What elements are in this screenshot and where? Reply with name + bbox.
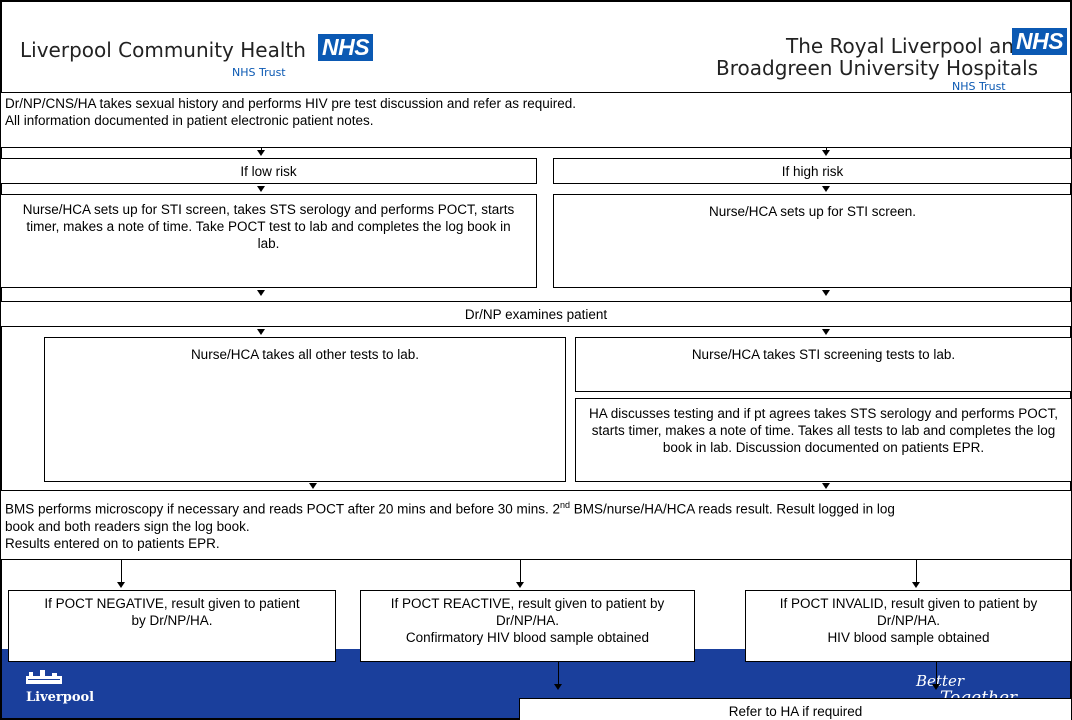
invalid-line1: If POCT INVALID, result given to patient…	[779, 596, 1038, 628]
high-risk-box: If high risk	[553, 158, 1072, 184]
arrow-down-icon	[822, 150, 830, 156]
arrow-down-icon	[257, 329, 265, 335]
sti-tests-box: Nurse/HCA takes STI screening tests to l…	[575, 337, 1072, 392]
low-risk-action-box: Nurse/HCA sets up for STI screen, takes …	[0, 194, 537, 288]
arrow-down-icon	[822, 329, 830, 335]
arrow-down-icon	[932, 684, 940, 690]
negative-result-box: If POCT NEGATIVE, result given to patien…	[8, 590, 336, 662]
rlb-title-line1: The Royal Liverpool and	[786, 34, 1027, 58]
examines-patient-box: Dr/NP examines patient	[0, 301, 1072, 327]
sexual-history-box: Dr/NP/CNS/HA takes sexual history and pe…	[0, 92, 1072, 148]
reactive-line1: If POCT REACTIVE, result given to patien…	[390, 596, 665, 628]
arrow-down-icon	[822, 186, 830, 192]
ha-discusses-box: HA discusses testing and if pt agrees ta…	[575, 398, 1072, 482]
connector	[520, 560, 521, 584]
rlb-title-line2: Broadgreen University Hospitals	[716, 56, 1039, 80]
bms-line1: BMS performs microscopy if necessary and…	[5, 497, 1067, 518]
reactive-line2: Confirmatory HIV blood sample obtained	[405, 630, 650, 645]
arrow-down-icon	[912, 582, 920, 588]
rlb-nhs-logo: NHS	[1012, 28, 1068, 55]
bms-box: BMS performs microscopy if necessary and…	[0, 490, 1072, 560]
connector	[558, 662, 559, 687]
connector	[916, 560, 917, 584]
lch-trust-label: NHS Trust	[232, 66, 286, 79]
other-tests-box: Nurse/HCA takes all other tests to lab.	[44, 337, 566, 482]
history-line2: All information documented in patient el…	[5, 113, 374, 128]
bms-line3: Results entered on to patients EPR.	[5, 535, 220, 551]
rlb-trust-label: NHS Trust	[952, 80, 1006, 93]
arrow-down-icon	[554, 684, 562, 690]
reactive-result-box: If POCT REACTIVE, result given to patien…	[360, 590, 695, 662]
liverpool-skyline-icon	[26, 670, 62, 684]
bms-line2: book and both readers sign the log book.	[5, 518, 250, 534]
lch-nhs-logo: NHS	[318, 34, 374, 61]
connector	[121, 560, 122, 584]
liverpool-logo: Liverpool	[26, 690, 95, 705]
arrow-down-icon	[516, 582, 524, 588]
arrow-down-icon	[257, 150, 265, 156]
bms-line1-text: BMS performs microscopy if necessary and…	[5, 501, 560, 517]
arrow-down-icon	[822, 483, 830, 489]
invalid-result-box: If POCT INVALID, result given to patient…	[745, 590, 1072, 662]
arrow-down-icon	[117, 582, 125, 588]
together-logo-line1: Better	[916, 672, 965, 690]
lch-title: Liverpool Community Health	[20, 38, 306, 62]
refer-to-ha-box: Refer to HA if required	[519, 698, 1072, 720]
arrow-down-icon	[309, 483, 317, 489]
arrow-down-icon	[822, 290, 830, 296]
arrow-down-icon	[257, 290, 265, 296]
history-line1: Dr/NP/CNS/HA takes sexual history and pe…	[5, 96, 576, 111]
connector	[936, 662, 937, 687]
high-risk-action-box: Nurse/HCA sets up for STI screen.	[553, 194, 1072, 288]
low-risk-box: If low risk	[0, 158, 537, 184]
arrow-down-icon	[257, 186, 265, 192]
invalid-line2: HIV blood sample obtained	[827, 630, 990, 645]
bms-line1-superscript: nd	[559, 500, 570, 510]
bms-line1-text-end: BMS/nurse/HA/HCA reads result. Result lo…	[570, 501, 895, 517]
